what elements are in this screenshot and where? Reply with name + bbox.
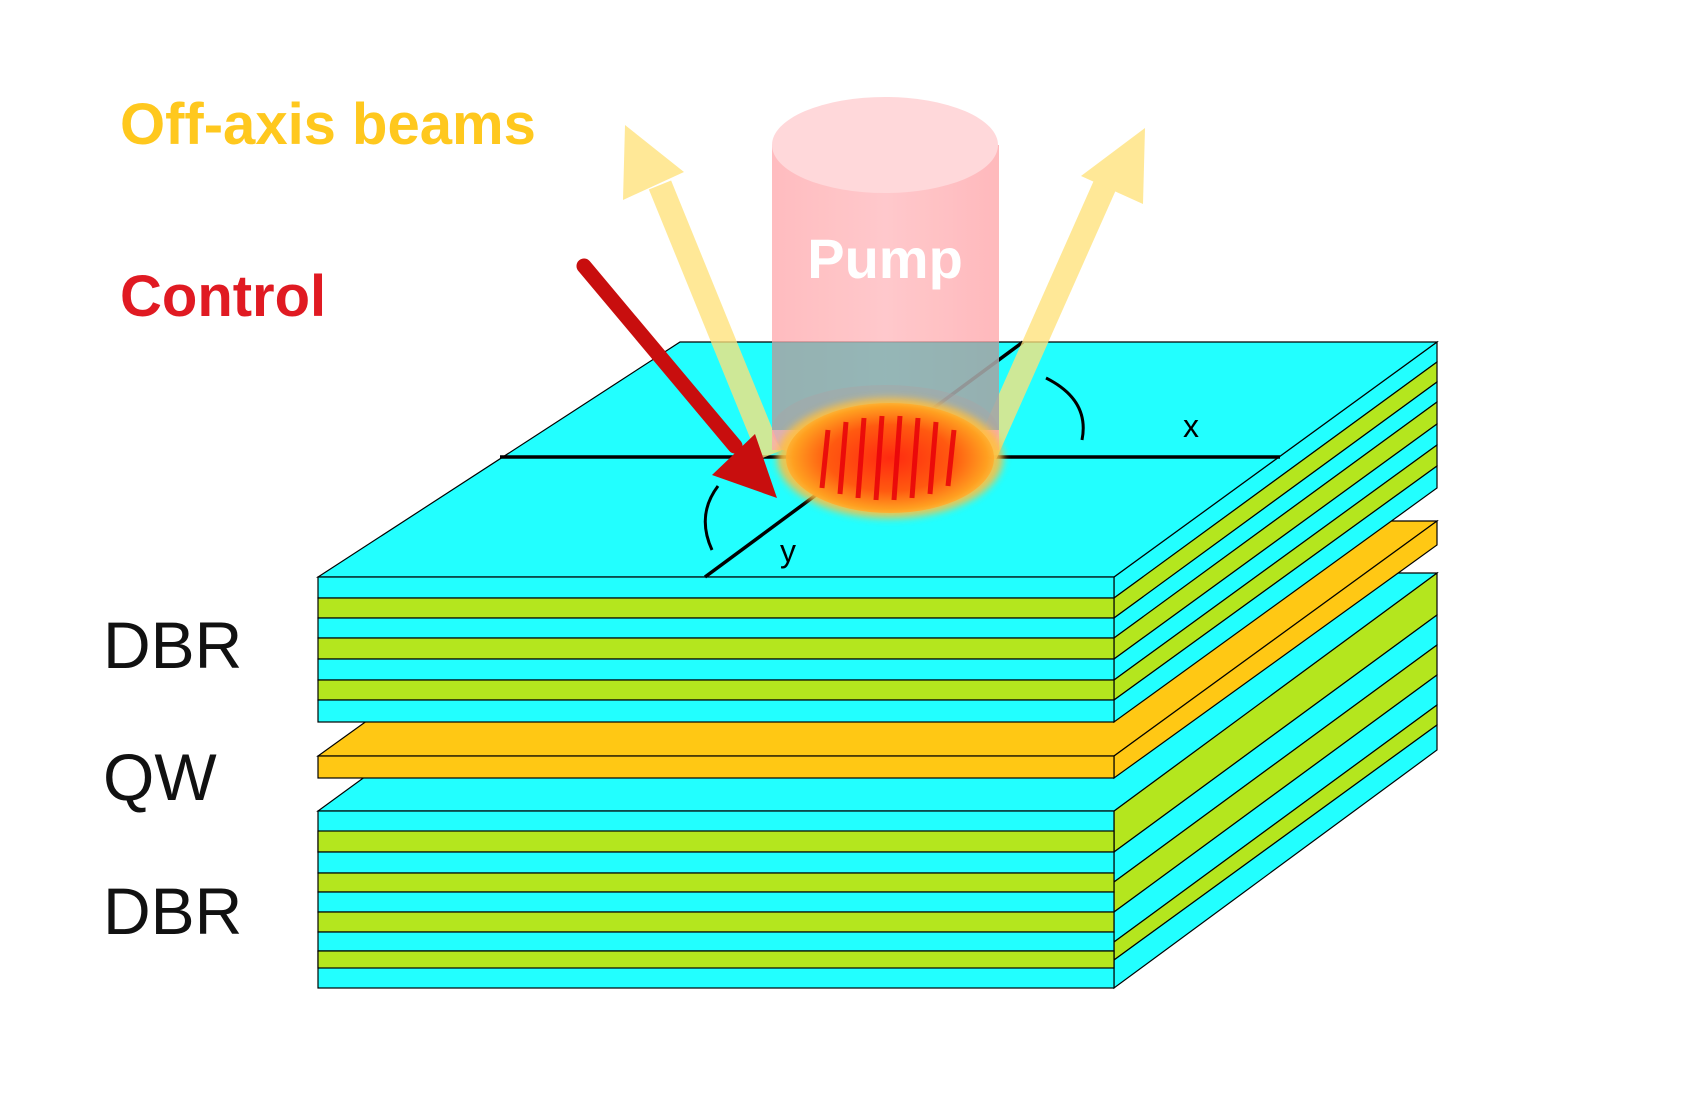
pump-cylinder-top [772, 97, 998, 193]
dbr-bottom-layer-5 [317, 891, 1115, 913]
dbr-top-layer-4 [317, 637, 1115, 660]
dbr-top-layer-1 [317, 576, 1115, 599]
interference-spot [777, 398, 1003, 518]
dbr-top-layer-2 [317, 597, 1115, 619]
control-arrow-shaft [576, 258, 743, 454]
qw-label: QW [103, 740, 217, 814]
dbr-top-layer-3 [317, 617, 1115, 639]
dbr-top-layer-6 [317, 679, 1115, 701]
qw-front [317, 755, 1115, 779]
spot-core [786, 403, 994, 513]
axis-y-label: y [780, 533, 796, 569]
control-arrow [576, 258, 777, 498]
pump-label: Pump [807, 227, 963, 290]
dbr-bottom-layer-3 [317, 851, 1115, 874]
control-label: Control [120, 264, 326, 329]
off-axis-beam-right-shaft [974, 180, 1116, 460]
axis-x-label: x [1183, 408, 1199, 444]
off-axis-beams [623, 125, 1145, 460]
angle-arc-left [703, 485, 720, 551]
dbr-bottom-layer-2 [317, 830, 1115, 853]
spot-fringes [819, 415, 957, 501]
angle-arc-right [1045, 376, 1085, 441]
dbr-bottom-label: DBR [103, 874, 242, 948]
dbr-bottom-layer-7 [317, 931, 1115, 952]
off-axis-label: Off-axis beams [120, 92, 536, 157]
off-axis-arrowhead-left [623, 125, 684, 200]
off-axis-beam-left-shaft [648, 180, 782, 460]
dbr-top-label: DBR [103, 608, 242, 682]
dbr-top-layer-5 [317, 658, 1115, 681]
off-axis-arrowhead-right [1081, 128, 1145, 204]
dbr-bottom-layer-4 [317, 872, 1115, 893]
dbr-top-layer-7 [317, 699, 1115, 723]
dbr-bottom-layer-9 [317, 950, 1115, 969]
dbr-bottom-layer-6 [317, 911, 1115, 933]
control-arrowhead [712, 434, 777, 498]
